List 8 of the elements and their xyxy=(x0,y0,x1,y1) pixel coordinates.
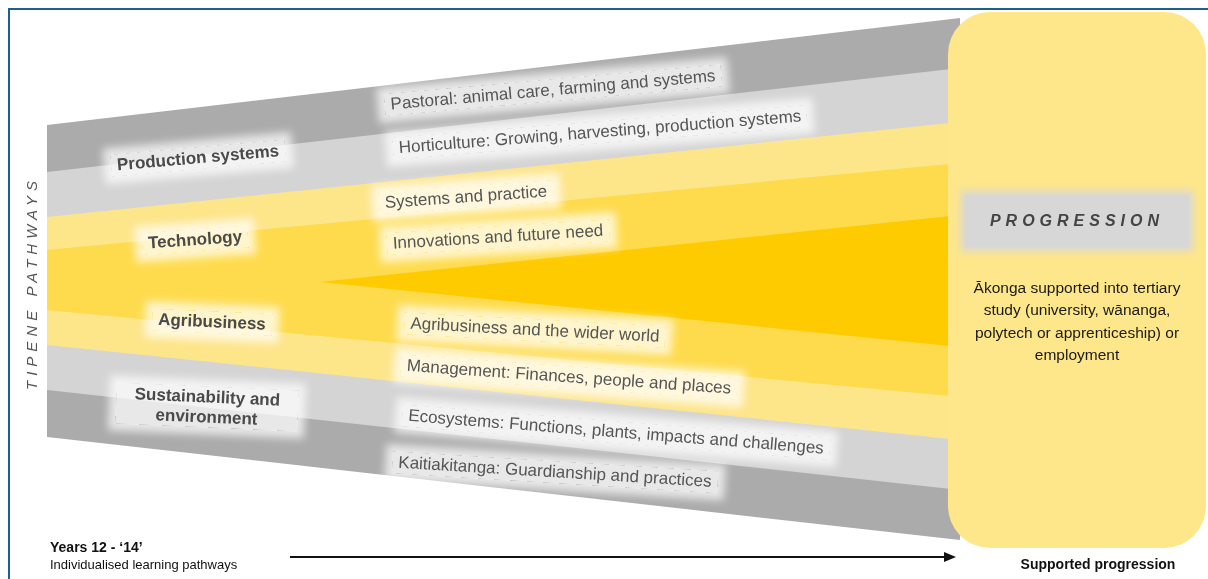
heading: PROGRESSION xyxy=(989,212,1165,230)
note: Individualised learning pathways xyxy=(50,558,238,573)
vertical-title: TIPENE PATHWAYS xyxy=(23,176,41,390)
heading-box xyxy=(965,195,1189,247)
progression-text: Ākonga supported into tertiary study (university, wānanga, polytech or apprenticeship) or employment xyxy=(972,278,1182,366)
progression-panel xyxy=(948,12,1206,548)
progression-caption: Supported progression xyxy=(1020,555,1176,573)
year-heading: Years 12 - ‘14’ xyxy=(50,539,143,556)
